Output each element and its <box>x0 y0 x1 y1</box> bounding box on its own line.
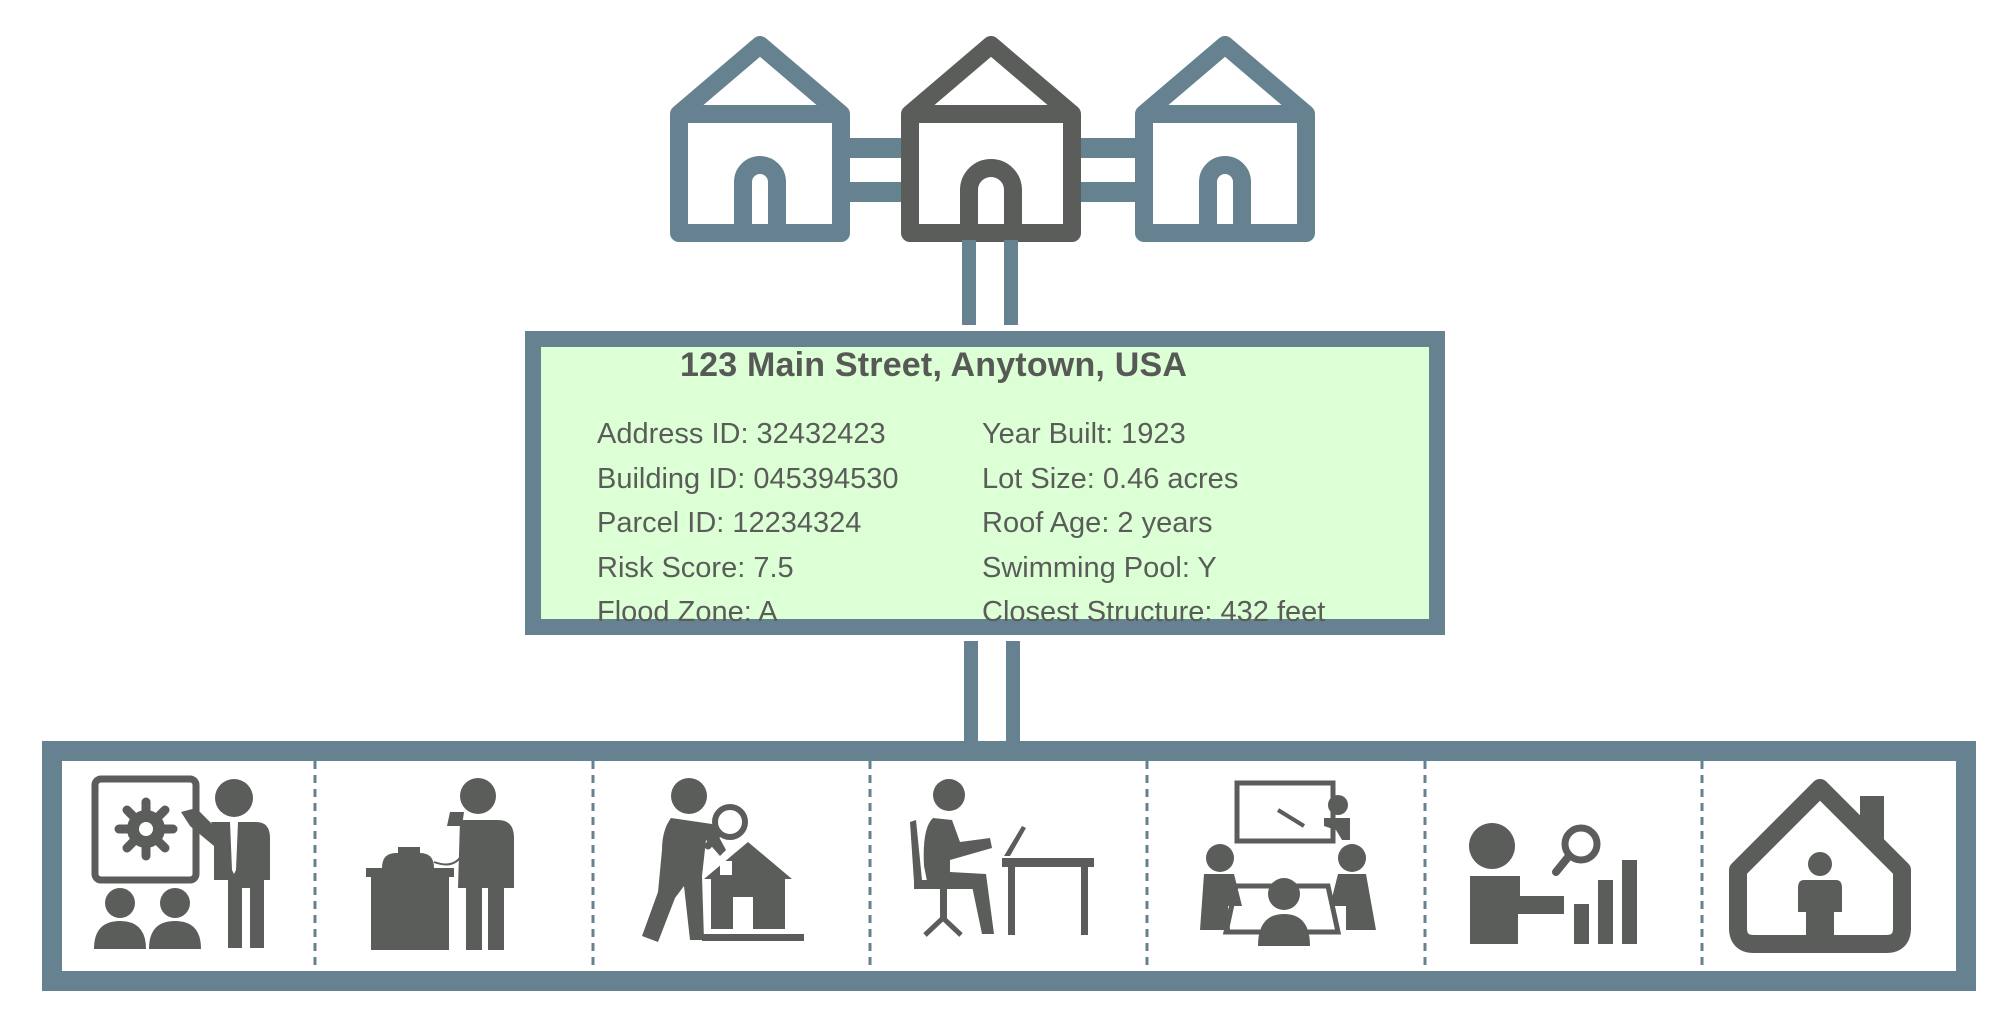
year-built-field: Year Built: 1923 <box>982 418 1186 450</box>
data-analysis-icon <box>1469 823 1637 944</box>
phone-desk-icon <box>366 778 514 950</box>
lot-size-field: Lot Size: 0.46 acres <box>982 462 1239 495</box>
property-address-title: 123 Main Street, Anytown, USA <box>680 346 1188 384</box>
connector-bottom <box>964 641 1020 745</box>
closest-structure-field: Closest Structure: 432 feet <box>982 596 1326 628</box>
property-details-left: Address ID: 32432423 Building ID: 045394… <box>597 412 899 635</box>
laptop-worker-icon <box>910 779 1094 937</box>
info-box-frame <box>525 331 1445 635</box>
house-connectors <box>845 138 1135 202</box>
house-right-icon <box>1135 36 1315 242</box>
house-left-icon <box>670 36 850 242</box>
houses-row <box>670 36 1315 242</box>
homeowner-icon <box>1729 779 1911 953</box>
swimming-pool-field: Swimming Pool: Y <box>982 551 1217 584</box>
connector-top <box>962 240 1018 325</box>
home-inspection-icon <box>642 778 804 942</box>
presentation-icon <box>91 775 270 949</box>
roof-age-field: Roof Age: 2 years <box>982 507 1213 539</box>
parcel-id-field: Parcel ID: 12234324 <box>597 507 862 539</box>
house-center-icon <box>901 36 1081 242</box>
address-id-field: Address ID: 32432423 <box>597 418 886 450</box>
property-info-box: 123 Main Street, Anytown, USA Address ID… <box>525 338 1432 628</box>
flood-zone-field: Flood Zone: A <box>597 596 778 628</box>
property-details-right: Year Built: 1923 Lot Size: 0.46 acres Ro… <box>982 412 1325 635</box>
risk-score-field: Risk Score: 7.5 <box>597 551 794 584</box>
panel-dividers <box>313 761 1704 971</box>
building-id-field: Building ID: 045394530 <box>597 462 899 495</box>
meeting-icon <box>1200 780 1376 946</box>
